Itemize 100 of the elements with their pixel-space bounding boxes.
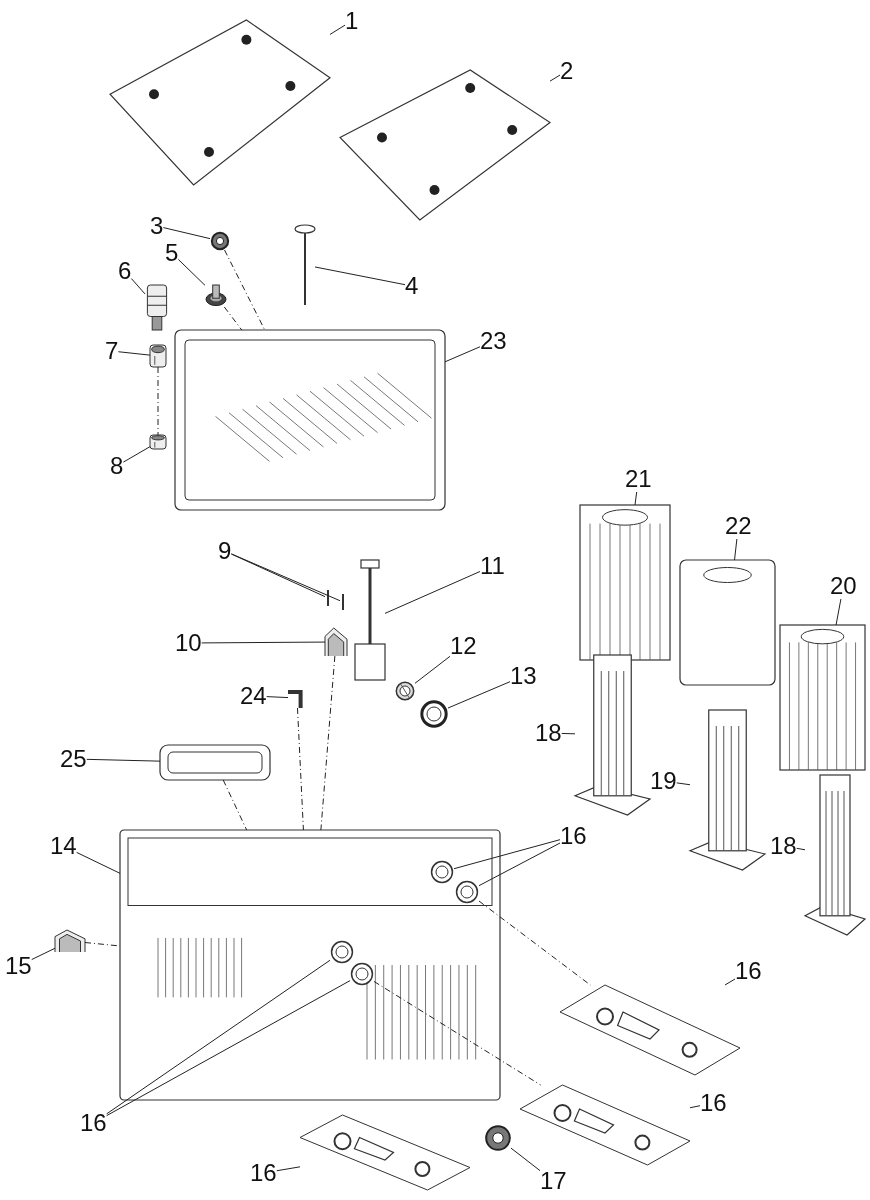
leader-line: [414, 655, 451, 684]
assembly-line: [478, 900, 591, 986]
leader-line: [329, 24, 346, 35]
fitting-drawing: [330, 940, 354, 964]
leader-line: [444, 346, 481, 363]
tray-drawing: [175, 330, 445, 510]
callout-number: 17: [540, 1168, 567, 1194]
callout-number: 18: [770, 833, 797, 859]
callout-number: 18: [535, 720, 562, 746]
callout-number: 7: [105, 338, 119, 364]
frame-drawing: [160, 745, 270, 780]
basin-drawing: [120, 830, 500, 1100]
leader-line: [835, 598, 842, 626]
hose-fitting-set-drawing: [520, 1085, 690, 1165]
leader-line: [31, 947, 56, 961]
callout-number: 16: [80, 1110, 107, 1136]
callout-number: 21: [625, 466, 652, 492]
leader-line: [676, 782, 691, 786]
elbow-drawing: [288, 688, 306, 708]
leader-line: [162, 227, 211, 240]
callout-number: 16: [560, 823, 587, 849]
nut-drawing: [485, 1125, 511, 1151]
callout-number: 19: [650, 768, 677, 794]
callout-number: 9: [218, 538, 232, 564]
leader-line: [384, 571, 481, 614]
leader-line: [122, 446, 151, 463]
callout-number: 14: [50, 833, 77, 859]
callout-number: 22: [725, 513, 752, 539]
callout-number: 24: [240, 683, 267, 709]
assembly-line: [224, 249, 266, 331]
callout-number: 13: [510, 663, 537, 689]
callout-number: 16: [700, 1090, 727, 1116]
lid-drawing: [110, 20, 330, 185]
filter-insert-drawing: [805, 775, 865, 935]
leader-line: [130, 278, 146, 295]
filter-insert-drawing: [575, 655, 650, 815]
assembly-line: [320, 655, 336, 831]
leader-line: [634, 491, 638, 506]
callout-number: 3: [150, 213, 164, 239]
leader-line: [106, 980, 351, 1117]
callout-number: 23: [480, 328, 507, 354]
fitting-drawing: [350, 962, 374, 986]
plug-drawing: [205, 285, 227, 307]
gasket-drawing: [420, 700, 448, 728]
leader-line: [447, 681, 511, 709]
callout-number: 16: [250, 1160, 277, 1186]
leader-line: [561, 732, 576, 735]
callout-number: 1: [345, 8, 359, 34]
sleeve-drawing: [150, 435, 166, 449]
sleeve-drawing: [150, 345, 166, 367]
leader-line: [177, 259, 206, 286]
leader-line: [230, 553, 341, 602]
pin-drawing: [340, 594, 346, 610]
leader-line: [76, 851, 121, 874]
assembly-line: [373, 980, 542, 1086]
sponge-drawing: [580, 505, 670, 660]
ring-drawing: [395, 680, 415, 702]
callout-number: 2: [560, 58, 574, 84]
assembly-line: [223, 306, 243, 331]
leader-line: [117, 351, 151, 356]
leader-line: [106, 959, 331, 1115]
callout-number: 6: [118, 258, 132, 284]
leader-line: [549, 74, 561, 82]
leader-line: [510, 1147, 541, 1172]
lid-drawing: [340, 70, 550, 220]
callout-number: 4: [405, 273, 419, 299]
leader-line: [453, 839, 561, 870]
cleaner-drawing: [355, 560, 385, 680]
callout-number: 12: [450, 633, 477, 659]
nut-drawing: [210, 232, 230, 250]
leader-line: [689, 1105, 701, 1109]
sponge-drawing: [780, 625, 865, 770]
hose-fitting-set-drawing: [300, 1115, 470, 1190]
clip-drawing: [325, 628, 347, 656]
callout-number: 5: [165, 240, 179, 266]
leader-line: [478, 842, 561, 887]
hose-fitting-set-drawing: [560, 985, 740, 1075]
callout-number: 20: [830, 573, 857, 599]
callout-number: 25: [60, 746, 87, 772]
callout-number: 10: [175, 630, 202, 656]
leader-line: [724, 978, 736, 986]
pin-drawing: [325, 590, 331, 606]
leader-line: [734, 538, 738, 561]
fitting-drawing: [430, 860, 454, 884]
callout-number: 8: [110, 453, 124, 479]
leader-line: [266, 696, 289, 699]
rod-drawing: [295, 225, 315, 305]
leader-line: [86, 758, 161, 762]
callout-number: 11: [480, 553, 505, 579]
leader-line: [314, 266, 406, 286]
clip-drawing: [55, 930, 85, 952]
valve-drawing: [145, 285, 169, 330]
leader-line: [796, 847, 806, 851]
filter-insert-drawing: [690, 710, 765, 870]
assembly-line: [297, 707, 304, 831]
leader-line: [201, 641, 326, 644]
assembly-line: [222, 779, 248, 831]
leader-line: [276, 1166, 301, 1172]
fitting-drawing: [455, 880, 479, 904]
foam-block-drawing: [680, 560, 775, 685]
